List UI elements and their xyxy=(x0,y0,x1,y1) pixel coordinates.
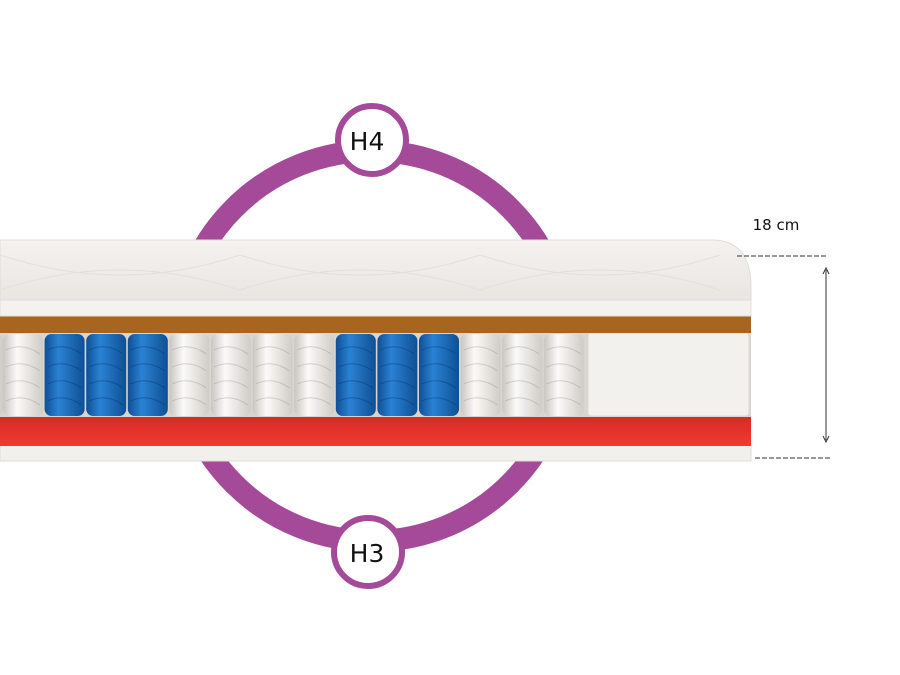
spring-coil-line xyxy=(172,346,207,355)
firmness-badge-top: H4 xyxy=(335,103,409,177)
spring-coil-line xyxy=(546,363,582,372)
coir-layer xyxy=(0,316,751,333)
height-dimension: 18 cm xyxy=(737,216,832,459)
spring-coil-line xyxy=(296,363,332,372)
pocket-spring-white xyxy=(294,334,335,416)
spring-coil-line xyxy=(213,363,249,372)
pocket-spring xyxy=(0,334,3,416)
pocket-spring-white xyxy=(460,334,501,416)
spring-coil-line xyxy=(296,346,332,355)
spring-coil-line xyxy=(213,346,249,355)
spring-coil-line xyxy=(255,346,290,355)
spring-coil-line xyxy=(88,346,124,355)
spring-coil-line xyxy=(380,397,415,406)
mattress xyxy=(0,239,752,462)
spring-coil-line xyxy=(421,346,457,355)
spring-coil-line xyxy=(130,346,166,355)
spring-coil-line xyxy=(504,397,540,406)
spring-coil-line xyxy=(338,363,374,372)
spring-coil-line xyxy=(172,397,207,406)
pocket-spring-blue xyxy=(44,334,85,416)
spring-coil-line xyxy=(88,397,124,406)
base-layer xyxy=(0,443,752,462)
pocket-spring-white xyxy=(169,334,210,416)
spring-coil-line xyxy=(213,380,249,389)
pocket-spring-blue xyxy=(335,334,376,416)
spring-coil-line xyxy=(463,363,498,372)
spring-coil-line xyxy=(546,380,582,389)
spring-coil-line xyxy=(421,363,457,372)
spring-coil-line xyxy=(546,397,582,406)
foam-base-layer xyxy=(0,416,751,446)
spring-coil-line xyxy=(255,397,290,406)
spring-coil-line xyxy=(130,380,166,389)
spring-coil-line xyxy=(296,380,332,389)
spring-coil-line xyxy=(130,397,166,406)
height-label: 18 cm xyxy=(753,216,800,234)
spring-coil-line xyxy=(380,380,415,389)
spring-coil-line xyxy=(172,363,207,372)
pocket-spring-white xyxy=(543,334,584,416)
spring-coil-line xyxy=(463,380,498,389)
spring-coil-line xyxy=(380,346,415,355)
spring-coil-line xyxy=(504,363,540,372)
spring-coil-line xyxy=(421,380,457,389)
spring-coil-line xyxy=(130,363,166,372)
spring-coil-line xyxy=(47,397,82,406)
pocket-spring-white xyxy=(3,334,43,416)
pocket-springs xyxy=(0,334,584,416)
edge-foam-block xyxy=(587,332,750,417)
spring-coil-line xyxy=(47,346,82,355)
spring-coil-line xyxy=(255,363,290,372)
spring-coil-line xyxy=(504,380,540,389)
spring-coil-line xyxy=(546,346,582,355)
pocket-spring-white xyxy=(252,334,293,416)
firmness-badge-bottom: H3 xyxy=(331,515,405,589)
pocket-spring-blue xyxy=(86,334,127,416)
pocket-spring-blue xyxy=(377,334,418,416)
firmness-top-label: H4 xyxy=(350,127,385,156)
spring-coil-line xyxy=(5,346,41,355)
spring-coil-line xyxy=(380,363,415,372)
firmness-bottom-label: H3 xyxy=(350,539,385,568)
spring-coil-line xyxy=(338,397,374,406)
pocket-spring-blue xyxy=(127,334,168,416)
pocket-spring-white xyxy=(502,334,543,416)
spring-coil-line xyxy=(88,380,124,389)
spring-coil-line xyxy=(463,346,498,355)
spring-coil-line xyxy=(5,363,41,372)
spring-coil-line xyxy=(213,397,249,406)
spring-coil-line xyxy=(47,380,82,389)
spring-coil-line xyxy=(463,397,498,406)
spring-coil-line xyxy=(338,380,374,389)
spring-coil-line xyxy=(296,397,332,406)
pocket-spring-blue xyxy=(419,334,459,416)
spring-coil-line xyxy=(47,363,82,372)
spring-coil-line xyxy=(338,346,374,355)
spring-coil-line xyxy=(88,363,124,372)
spring-coil-line xyxy=(421,397,457,406)
comfort-band xyxy=(0,298,752,317)
spring-coil-line xyxy=(5,380,41,389)
spring-coil-line xyxy=(255,380,290,389)
spring-coil-line xyxy=(172,380,207,389)
spring-coil-line xyxy=(5,397,41,406)
quilt-pattern xyxy=(0,254,721,291)
spring-coil-line xyxy=(504,346,540,355)
pocket-spring-white xyxy=(211,334,251,416)
